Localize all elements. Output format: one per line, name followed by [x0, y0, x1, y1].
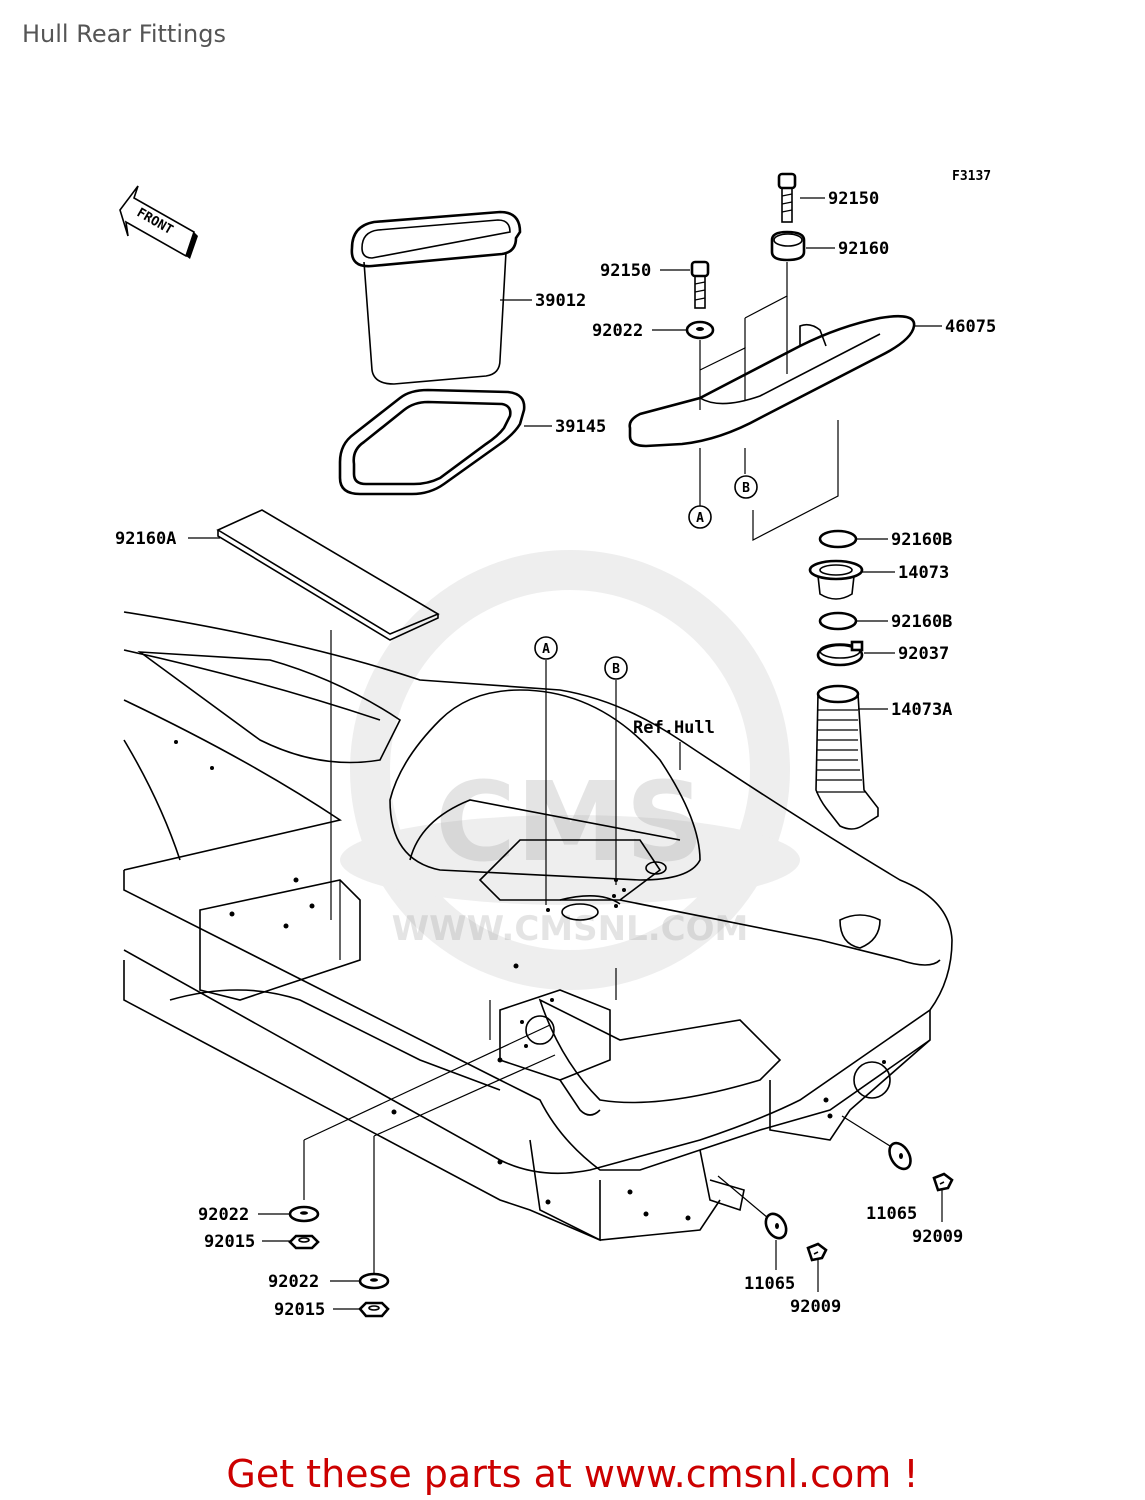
part-label-46075: 46075: [945, 317, 996, 337]
part-grommet-right: [888, 1141, 912, 1171]
part-label-92150-left: 92150: [600, 261, 651, 281]
part-label-92022-bl1: 92022: [198, 1205, 249, 1225]
part-clamp: [816, 640, 895, 667]
part-storage-bucket: [350, 210, 532, 385]
callout-b-hull: B: [604, 656, 628, 680]
part-nut-bl1: [262, 1234, 320, 1250]
watermark-brand: CMS: [435, 758, 704, 886]
part-label-92160B-1: 92160B: [891, 530, 952, 550]
part-label-92022-bl2: 92022: [268, 1272, 319, 1292]
svg-text:B: B: [742, 481, 750, 496]
part-grommet-centre: [764, 1212, 788, 1270]
part-oring-2: [818, 611, 888, 631]
part-label-14073A: 14073A: [891, 700, 952, 720]
part-bolt-top: [777, 172, 825, 223]
part-label-92160B-2: 92160B: [891, 612, 952, 632]
part-bolt-left: [660, 260, 710, 309]
cms-watermark: CMS WWW.CMSNL.COM: [340, 550, 800, 990]
callout-b-top: B: [734, 475, 758, 499]
front-arrow-icon: FRONT: [119, 185, 198, 259]
part-label-39145: 39145: [555, 417, 606, 437]
svg-text:A: A: [696, 511, 704, 526]
part-label-92009-right: 92009: [912, 1227, 963, 1247]
hull-body: [123, 611, 953, 1242]
part-screw-centre: [806, 1242, 828, 1292]
part-washer-top: [652, 320, 715, 340]
part-duct-fitting: [808, 559, 895, 600]
part-label-92022-top: 92022: [592, 321, 643, 341]
part-label-11065-centre: 11065: [744, 1274, 795, 1294]
part-label-39012: 39012: [535, 291, 586, 311]
part-label-92015-bl1: 92015: [204, 1232, 255, 1252]
part-label-11065-right: 11065: [866, 1204, 917, 1224]
part-label-92160A: 92160A: [115, 529, 176, 549]
watermark-url: WWW.CMSNL.COM: [392, 909, 749, 949]
part-pad: [188, 509, 440, 641]
part-damper: [770, 230, 835, 262]
part-label-92015-bl2: 92015: [274, 1300, 325, 1320]
callout-a-top: A: [688, 505, 712, 529]
part-washer-bl2: [330, 1272, 390, 1290]
part-nut-bl2: [333, 1301, 390, 1318]
svg-text:B: B: [612, 662, 620, 677]
ref-hull-label: Ref.Hull: [633, 718, 715, 738]
figure-code: F3137: [952, 169, 991, 184]
part-washer-bl1: [258, 1205, 320, 1223]
part-gasket: [338, 388, 552, 496]
svg-text:A: A: [542, 642, 550, 657]
parts-diagram: F3137 FRONT 39012 39145 92160A 92150: [115, 169, 996, 1320]
page-title: Hull Rear Fittings: [22, 20, 226, 48]
callout-a-hull: A: [534, 636, 558, 660]
part-label-92009-centre: 92009: [790, 1297, 841, 1317]
footer-link-text[interactable]: Get these parts at www.cmsnl.com !: [226, 1452, 919, 1496]
part-grab-handle: [628, 262, 942, 448]
part-hose: [815, 684, 888, 830]
part-label-92150-top: 92150: [828, 189, 879, 209]
part-label-14073: 14073: [898, 563, 949, 583]
part-label-92160: 92160: [838, 239, 889, 259]
part-screw-right: [932, 1172, 954, 1222]
part-oring-1: [818, 529, 888, 549]
part-label-92037: 92037: [898, 644, 949, 664]
